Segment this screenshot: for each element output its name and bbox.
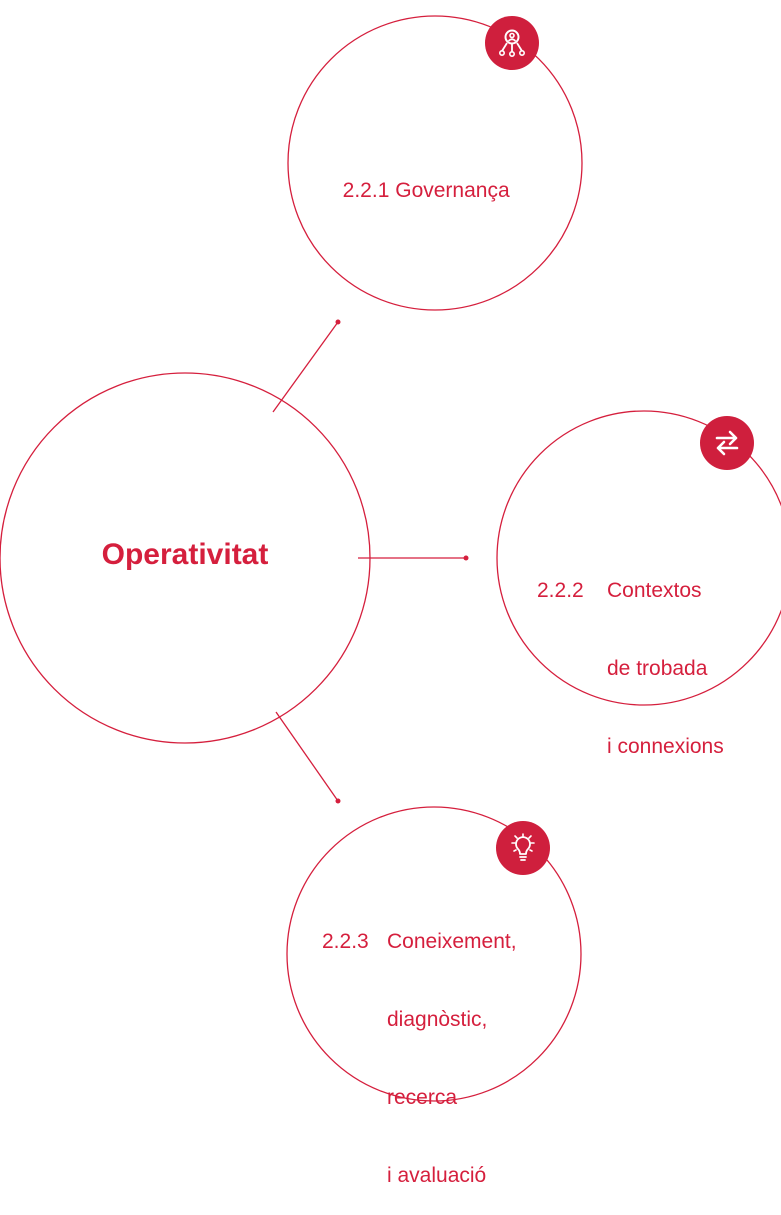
node-line: diagnòstic, [387,1008,488,1031]
node-label-coneixement: 2.2.3 Coneixement, diagnòstic, recerca i … [322,877,517,1215]
node-title: Governança [395,179,510,202]
node-circle-coneixement [286,806,582,1102]
connector-dot-top [335,319,341,325]
people-network-icon [485,16,539,70]
node-circle-contextos [496,410,781,706]
node-line: i connexions [607,735,724,758]
node-label-governanca: 2.2.1 Governança [331,152,510,204]
node-code: 2.2.2 [537,579,584,602]
node-circle-governanca [287,15,583,311]
node-line: Coneixement, [387,930,517,953]
node-label-contextos: 2.2.2 Contextos de trobada i connexions [537,526,724,786]
center-label: Operativitat [101,538,269,571]
node-code: 2.2.3 [322,930,369,953]
connector-line-top [272,321,339,413]
connector-dot-bottom [335,798,341,804]
node-line: recerca [387,1086,458,1109]
node-line: Contextos [607,579,702,602]
arrows-exchange-icon [700,416,754,470]
lightbulb-icon [496,821,550,875]
connector-dot-middle [463,555,469,561]
node-line: i avaluació [387,1164,487,1187]
connector-line-bottom [275,711,339,802]
node-code: 2.2.1 [342,179,390,202]
node-line: de trobada [607,657,708,680]
diagram-canvas [0,15,781,1102]
